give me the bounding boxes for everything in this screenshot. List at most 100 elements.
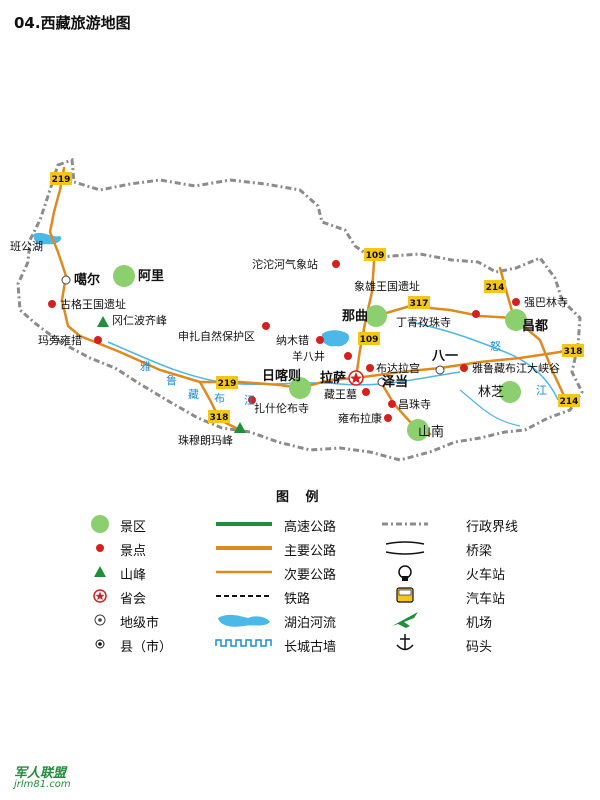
legend-airport-icon [392, 612, 418, 628]
shield-109-bot-label: 109 [360, 335, 379, 345]
label-yongbulakang: 雍布拉康 [338, 411, 382, 425]
capital-star-icon [350, 372, 362, 384]
label-dingqing: 丁青孜珠寺 [396, 315, 451, 329]
road-214-south [512, 316, 568, 402]
label-gangren: 冈仁波齐峰 [112, 313, 167, 327]
legend-scenic-spot-icon [96, 544, 104, 552]
spot-canyon [460, 364, 468, 372]
road-219-north [48, 166, 82, 338]
shield-318-left [208, 410, 230, 423]
spot-namco [316, 336, 324, 344]
spot-zhashi [248, 396, 256, 404]
label-linzhi: 林芝 [478, 384, 504, 400]
road-317 [374, 304, 516, 320]
legend-col2-icons [215, 522, 272, 647]
shield-219-top [50, 172, 72, 185]
lake-namco [321, 330, 350, 347]
nu-river [409, 321, 559, 401]
spot-changzhu [388, 400, 396, 408]
legend-main-road: 主要公路 [284, 544, 337, 559]
spot-yangbajing [344, 352, 352, 360]
legend-bridge: 桥梁 [466, 544, 493, 559]
scenic-area-shannan [407, 419, 429, 441]
scenic-area-changdu [505, 309, 527, 331]
legend-great-wall-icon [215, 639, 272, 647]
legend-railway: 铁路 [284, 592, 311, 607]
river-label-nu: 怒 [490, 339, 501, 353]
spot-mapang [94, 336, 102, 344]
spot-tuotuohe [332, 260, 340, 268]
legend-bridge-icon [385, 541, 425, 555]
legend-scenic-spot: 景点 [120, 544, 147, 559]
map-title: 04.西藏旅游地图 [14, 14, 131, 32]
label-qiangba: 强巴林寺 [524, 295, 568, 309]
legend-capital: 省会 [120, 592, 147, 607]
spot-qiangba [512, 298, 520, 306]
label-lasa: 拉萨 [320, 370, 346, 386]
legend-col1-icons [91, 515, 109, 649]
label-tuotuohe: 沱沱河气象站 [252, 257, 318, 271]
shield-214-bot-label: 214 [560, 397, 579, 407]
river-label-bu: 布 [214, 392, 225, 405]
river-label-ya: 雅 [140, 359, 151, 373]
label-shenzha: 申扎自然保护区 [178, 329, 255, 343]
label-shannan: 山南 [418, 424, 444, 440]
label-changdu: 昌都 [522, 318, 548, 334]
shield-109-bot [358, 332, 380, 345]
label-ali: 阿里 [138, 269, 164, 284]
label-xiangxiong: 象雄王国遗址 [354, 279, 420, 293]
city-shiquanhe-icon [61, 275, 71, 285]
spot-guge [48, 300, 56, 308]
legend-airport: 机场 [466, 616, 493, 631]
tibet-boundary [16, 157, 584, 462]
legend-great-wall: 长城古墙 [284, 640, 337, 655]
river-label-lu: 鲁 [166, 373, 177, 387]
legend-lake-river: 湖泊河流 [284, 616, 337, 631]
legend-peak-icon [94, 566, 106, 577]
river-label-jiang2: 江 [536, 384, 547, 397]
peak-gangren-icon [97, 316, 109, 327]
legend-dock: 码头 [466, 640, 493, 655]
label-bangong: 班公湖 [10, 240, 43, 253]
city-bayi-icon [435, 365, 445, 375]
spot-budala [366, 364, 374, 372]
shield-317 [408, 296, 430, 309]
label-rikaze: 日喀则 [262, 368, 301, 384]
legend-county: 县（市） [120, 640, 173, 655]
legend-prefecture: 地级市 [120, 616, 160, 631]
legend-peak: 山峰 [120, 568, 147, 583]
shield-318-right-label: 318 [564, 347, 583, 357]
shield-219-top-label: 219 [52, 175, 71, 185]
shield-317-label: 317 [410, 299, 429, 309]
label-mapang: 玛旁雍措 [38, 333, 82, 347]
legend-title: 图 例 [276, 490, 325, 505]
city-zedang-icon [377, 377, 387, 387]
shield-214-top-label: 214 [486, 283, 505, 293]
spot-shenzha [262, 322, 270, 330]
label-naqu: 那曲 [342, 308, 368, 324]
legend-train-station: 火车站 [466, 568, 506, 583]
legend-col3-icons [382, 522, 428, 651]
label-shiquanhe: 噶尔 [74, 272, 100, 288]
scenic-area-ali [113, 265, 135, 287]
spot-zangwang [362, 388, 370, 396]
shield-318-right [562, 344, 584, 357]
road-318-east [354, 346, 577, 380]
label-changzhu: 昌珠寺 [398, 397, 431, 411]
legend-admin-boundary: 行政界线 [466, 520, 519, 535]
legend-scenic-area: 景区 [120, 520, 147, 535]
label-zangwang: 藏王墓 [324, 388, 357, 401]
scenic-area-linzhi [499, 381, 521, 403]
label-canyon: 雅鲁藏布江大峡谷 [472, 361, 560, 375]
yarlung-tsangpo-river [107, 341, 461, 386]
label-guge: 古格王国遗址 [60, 297, 126, 311]
peak-qomolangma-icon [234, 422, 246, 433]
spot-dingqing [472, 310, 480, 318]
legend-dock-icon [396, 634, 414, 651]
shield-219-mid [216, 376, 238, 389]
label-namco: 纳木错 [276, 333, 309, 347]
legend-capital-star-icon [95, 591, 105, 600]
label-zhashi: 扎什伦布寺 [254, 401, 309, 415]
shield-318-left-label: 318 [210, 413, 229, 423]
